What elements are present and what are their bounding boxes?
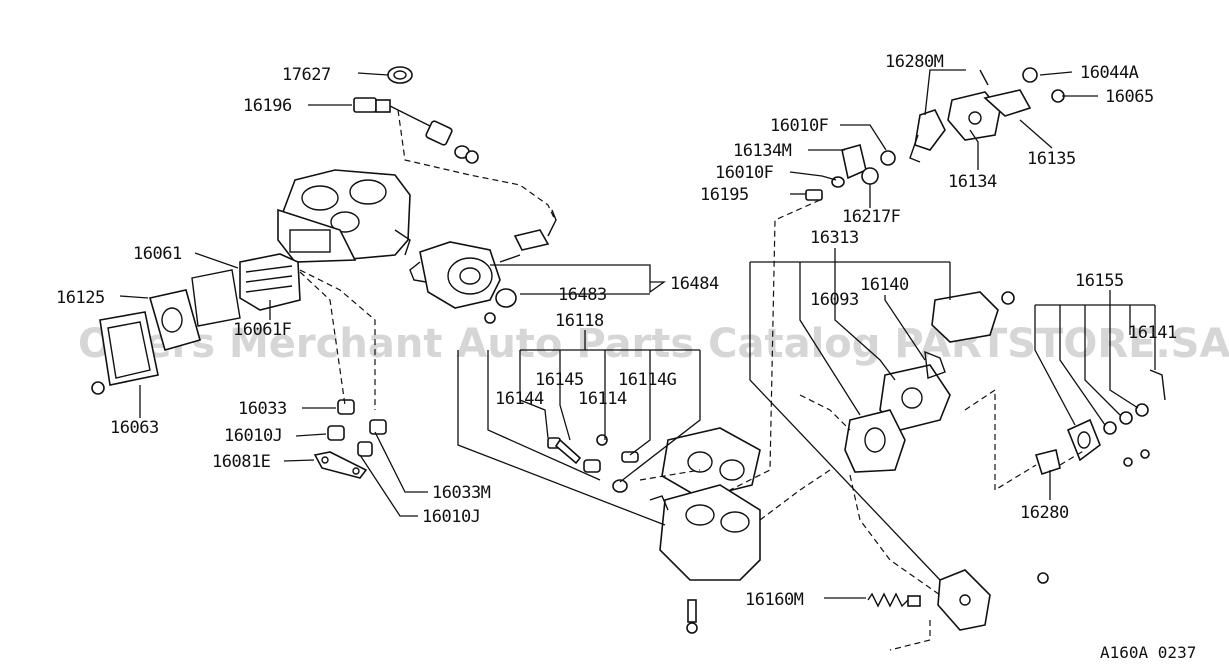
label-16135: 16135 [1027,149,1076,169]
part-17627-clip [387,66,413,84]
label-16145: 16145 [535,370,584,390]
label-16313: 16313 [810,228,859,248]
label-16483: 16483 [558,285,607,305]
part-throttle-chamber-lower [649,484,761,634]
label-16061F: 16061F [233,320,292,340]
label-16044A: 16044A [1080,63,1139,83]
label-16484: 16484 [670,274,719,294]
part-16313-valve [844,350,951,473]
label-16280: 16280 [1020,503,1069,523]
leader-lines [119,69,1156,599]
label-16217F: 16217F [842,207,901,227]
label-16033M: 16033M [432,483,491,503]
label-16140: 16140 [860,275,909,295]
part-16195-bolt [805,189,823,201]
part-16483-cap [484,288,517,324]
part-16081E-gasket [313,451,368,479]
label-16125: 16125 [56,288,105,308]
label-16195: 16195 [700,185,749,205]
part-16160M-spring [867,592,921,608]
part-16484-actuator [409,209,557,309]
label-16114G: 16114G [618,370,677,390]
part-throttle-body-upper [277,169,411,263]
part-16033-seal [327,399,387,457]
label-16081E: 16081E [212,452,271,472]
diagram-reference-code: A160A 0237 [1100,643,1196,662]
label-16010F-b: 16010F [715,163,774,183]
label-16114: 16114 [578,389,627,409]
dashed-connectors [299,109,1086,651]
label-16010J-a: 16010J [224,426,282,446]
label-16280M: 16280M [885,52,944,72]
part-16280M-lever [909,109,946,163]
part-16063-plate [91,311,159,395]
label-16010J-b: 16010J [422,507,480,527]
label-16144: 16144 [495,389,544,409]
label-16134: 16134 [948,172,997,192]
part-16118-injector-parts [547,434,639,493]
part-16196-sensor [353,97,479,164]
part-16140-diaphragm [931,291,1015,343]
label-16065: 16065 [1105,87,1154,107]
label-16141: 16141 [1128,323,1177,343]
label-16118: 16118 [555,311,604,331]
part-16061-cover [239,253,301,311]
label-16010F-a: 16010F [770,116,829,136]
label-16196: 16196 [243,96,292,116]
part-bracket-lower-right [937,569,1049,631]
label-16155: 16155 [1075,271,1124,291]
callout-labels: 17627 16196 16061 16061F 16125 16063 160… [56,52,1177,610]
part-16125-gasket [148,269,241,351]
label-17627: 17627 [282,65,331,85]
watermark-text: Offers Merchant Auto Parts Catalog PARTS… [78,321,1229,367]
part-16155-sensor-group [1034,369,1166,476]
label-16160M: 16160M [745,590,804,610]
label-16134M: 16134M [733,141,792,161]
label-16093: 16093 [810,290,859,310]
label-16061: 16061 [133,244,182,264]
part-16134-linkage [947,67,1065,141]
part-16134M-bracket [831,144,896,188]
label-16063: 16063 [110,418,159,438]
label-16033: 16033 [238,399,287,419]
